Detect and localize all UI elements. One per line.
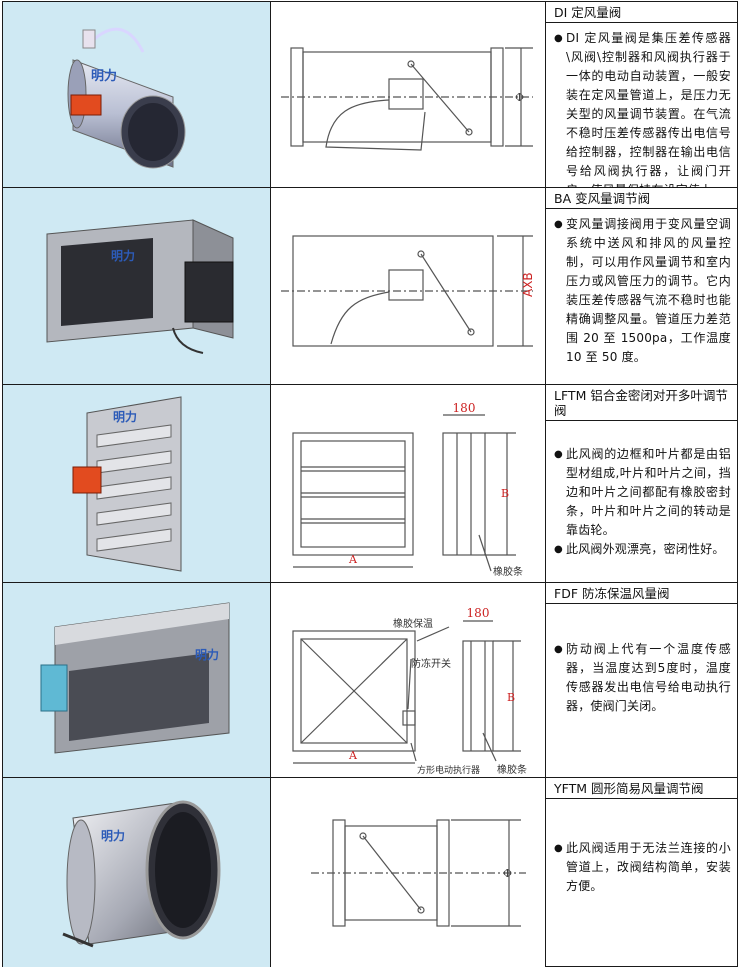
bullet-item: ●DI 定风量阀是集压差传感器\风阀\控制器和风阀执行器于一体的电动自动装置，一…	[554, 31, 731, 197]
depth-label: 180	[467, 606, 490, 620]
desc-di: DI 定风量阀 ●DI 定风量阀是集压差传感器\风阀\控制器和风阀执行器于一体的…	[546, 2, 737, 197]
desc-fdf: FDF 防冻保温风量阀 ●防动阀上代有一个温度传感器，当温度达到5度时，温度传感…	[546, 583, 737, 777]
brand-mark: 明力	[111, 248, 135, 263]
bullet-item: ●变风量调接阀用于变风量空调系统中送风和排风的风量控制，可以用作风量调节和室内压…	[554, 217, 731, 364]
height-label: B	[501, 487, 509, 500]
actuator-note: 方形电动执行器	[417, 764, 480, 776]
bullet-icon: ●	[554, 449, 563, 460]
depth-label: 180	[453, 401, 476, 415]
drawing-yftm: Φ	[271, 778, 546, 967]
product-photo-yftm: 明力	[3, 778, 271, 967]
drawing-lftm: A 180 B 橡胶条	[271, 385, 546, 582]
product-photo-di: 明力	[3, 2, 271, 187]
brand-mark: 明力	[91, 68, 117, 84]
bullet-item: ●此风阀适用于无法兰连接的小管道上，改阀结构简单，安装方便。	[554, 841, 731, 893]
product-title: BA 变风量调节阀	[546, 188, 737, 209]
diameter-label: Φ	[515, 91, 524, 104]
desc-ba: BA 变风量调节阀 ●变风量调接阀用于变风量空调系统中送风和排风的风量控制，可以…	[546, 188, 737, 384]
product-photo-lftm: 明力	[3, 385, 271, 582]
bullet-icon: ●	[554, 644, 563, 655]
desc-yftm: YFTM 圆形简易风量调节阀 ●此风阀适用于无法兰连接的小管道上，改阀结构简单，…	[546, 778, 737, 967]
product-title: LFTM 铝合金密闭对开多叶调节阀	[546, 385, 737, 421]
product-photo-ba: 明力	[3, 188, 271, 384]
product-title: DI 定风量阀	[546, 2, 737, 23]
frost-switch-note: 防冻开关	[411, 657, 451, 670]
product-row-fdf: 明力	[3, 583, 737, 778]
diameter-label: Φ	[503, 867, 512, 880]
product-row-lftm: 明力 A 180	[3, 385, 737, 583]
insulation-note: 橡胶保温	[393, 617, 433, 630]
width-label: A	[348, 553, 358, 566]
bullet-icon: ●	[554, 544, 563, 555]
product-row-di: 明力 Φ DI 定风量阀	[3, 2, 737, 197]
seal-note: 橡胶条	[493, 565, 523, 578]
bullet-item: ●防动阀上代有一个温度传感器，当温度达到5度时，温度传感器发出电信号给电动执行器…	[554, 642, 731, 713]
drawing-di: Φ	[271, 2, 546, 187]
product-photo-fdf: 明力	[3, 583, 271, 777]
brand-mark: 明力	[195, 647, 219, 662]
product-title: YFTM 圆形简易风量调节阀	[546, 778, 737, 799]
bullet-icon: ●	[554, 843, 563, 854]
drawing-ba: AXB	[271, 188, 546, 384]
product-title: FDF 防冻保温风量阀	[546, 583, 737, 604]
desc-lftm: LFTM 铝合金密闭对开多叶调节阀 ●此风阀的边框和叶片都是由铝型材组成,叶片和…	[546, 385, 737, 582]
width-label: A	[348, 749, 358, 762]
bullet-icon: ●	[554, 33, 563, 44]
height-label: B	[507, 691, 515, 704]
bullet-item: ●此风阀外观漂亮，密闭性好。	[554, 540, 731, 559]
drawing-fdf: A 180 B 橡胶保温 防冻开关 方形电动执行器 橡胶条	[271, 583, 546, 777]
product-row-yftm: 明力 Φ YFTM 圆形简易风量调节阀 ●此风阀	[3, 778, 737, 967]
size-label: AXB	[521, 272, 535, 297]
brand-mark: 明力	[101, 828, 125, 843]
brand-mark: 明力	[113, 409, 137, 424]
seal-note: 橡胶条	[497, 763, 527, 776]
bullet-icon: ●	[554, 219, 563, 230]
product-row-ba: 明力 AXB BA 变风量调节阀 ●变风量调接阀	[3, 188, 737, 385]
bullet-item: ●此风阀的边框和叶片都是由铝型材组成,叶片和叶片之间，挡边和叶片之间都配有橡胶密…	[554, 447, 731, 537]
